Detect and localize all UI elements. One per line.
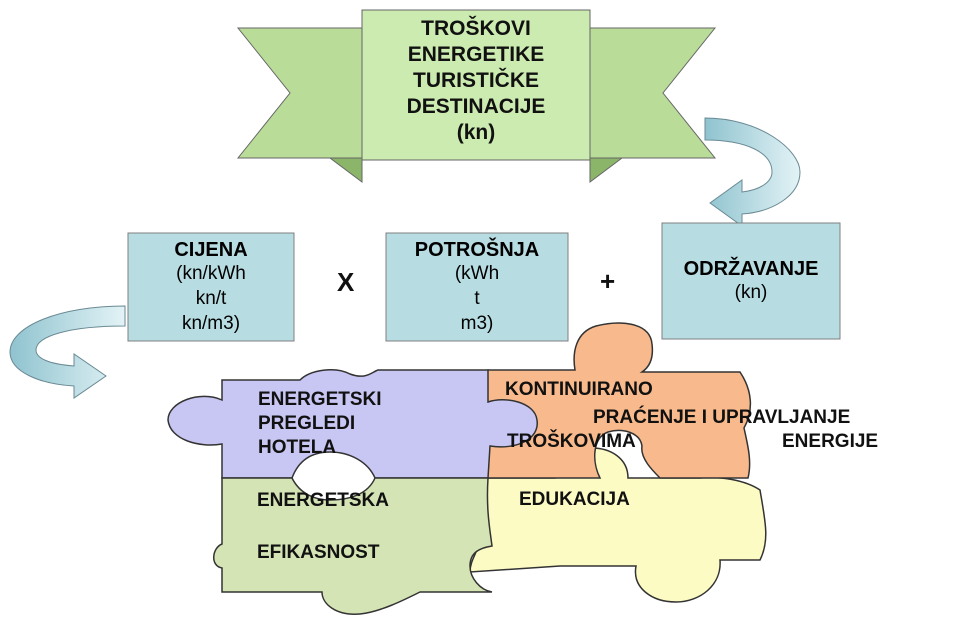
box-odrzavanje-title: ODRŽAVANJE bbox=[683, 257, 819, 280]
box-cijena-line: (kn/kWh bbox=[176, 262, 246, 284]
label-edukacija: EDUKACIJA bbox=[519, 489, 630, 510]
banner-left-tail bbox=[236, 27, 363, 159]
banner-line: DESTINACIJE bbox=[406, 95, 546, 118]
banner-line: (kn) bbox=[456, 121, 496, 144]
box-odrzavanje-bg bbox=[661, 222, 841, 340]
label-line: HOTELA bbox=[258, 437, 337, 458]
box-odrzavanje-line: (kn) bbox=[734, 281, 768, 303]
banner-line: TROŠKOVI bbox=[421, 17, 531, 40]
banner-right-tail bbox=[589, 27, 717, 159]
box-potrosnja-line: (kWh bbox=[454, 262, 500, 284]
label-efikasnost: EFIKASNOST bbox=[257, 542, 380, 563]
label-line: ENERGETSKI bbox=[258, 389, 382, 410]
box-cijena-title: CIJENA bbox=[174, 238, 248, 261]
box-potrosnja-line: m3) bbox=[460, 312, 494, 334]
label-energetska: ENERGETSKA bbox=[257, 490, 389, 511]
label-kontinuirano-line-1: KONTINUIRANO bbox=[505, 379, 653, 400]
box-potrosnja-title: POTROŠNJA bbox=[414, 238, 540, 261]
curved-arrow-right bbox=[704, 117, 801, 227]
banner-line: ENERGETIKE bbox=[407, 43, 545, 66]
box-cijena-line: kn/m3) bbox=[181, 312, 241, 334]
title-banner bbox=[236, 9, 717, 183]
box-odrzavanje: ODRŽAVANJE (kn) bbox=[662, 223, 840, 339]
box-cijena-line: kn/t bbox=[195, 287, 227, 309]
banner-fold-right bbox=[589, 157, 624, 183]
banner-title: TROŠKOVI ENERGETIKE TURISTIČKE DESTINACI… bbox=[366, 16, 586, 146]
banner-fold-left bbox=[328, 157, 363, 183]
plus-operator: + bbox=[600, 266, 616, 296]
label-line: PREGLEDI bbox=[258, 413, 356, 434]
multiply-operator: X bbox=[337, 267, 355, 297]
banner-center bbox=[361, 9, 591, 161]
label-kontinuirano-line-3: TROŠKOVIMA bbox=[507, 431, 636, 452]
box-cijena: CIJENA (kn/kWh kn/t kn/m3) bbox=[128, 233, 294, 341]
label-energetski-pregledi: ENERGETSKI PREGLEDI HOTELA bbox=[258, 388, 382, 460]
box-cijena-bg bbox=[127, 232, 295, 342]
banner-line: TURISTIČKE bbox=[413, 69, 539, 92]
box-potrosnja-bg bbox=[385, 232, 569, 342]
box-potrosnja-line: t bbox=[474, 287, 480, 309]
puzzle-piece-energetska bbox=[213, 477, 493, 615]
label-kontinuirano-line-4: ENERGIJE bbox=[782, 431, 879, 452]
box-potrosnja: POTROŠNJA (kWh t m3) bbox=[386, 233, 568, 341]
label-kontinuirano-line-2: PRAĆENJE I UPRAVLJANJE bbox=[593, 407, 851, 428]
curved-arrow-left bbox=[9, 305, 126, 399]
